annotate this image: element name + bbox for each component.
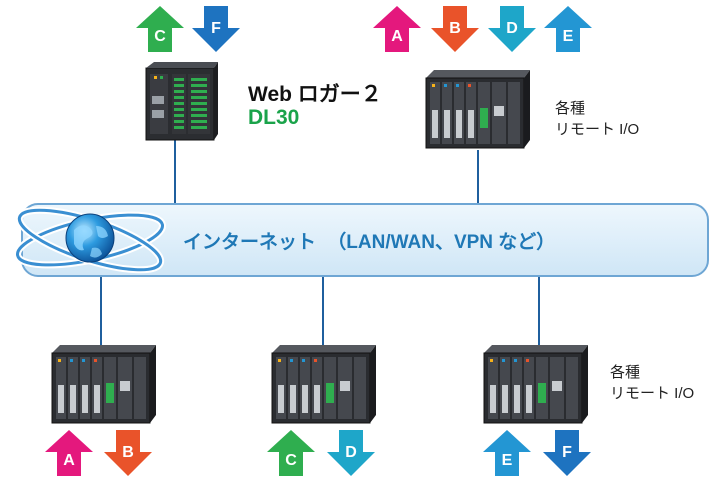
arrow-down-icon xyxy=(327,430,375,476)
signal-letter: F xyxy=(211,20,221,37)
internet-label: インターネット （LAN/WAN、VPN など） xyxy=(183,227,555,254)
signal-letter: D xyxy=(345,444,357,461)
signal-A-up-arrow: A xyxy=(45,430,93,476)
globe-icon xyxy=(13,206,167,274)
arrow-down-icon xyxy=(431,6,479,52)
signal-letter: F xyxy=(562,444,572,461)
bottom-remote-label-line1: 各種 xyxy=(610,364,641,381)
signal-letter: A xyxy=(391,28,403,45)
arrow-up-icon xyxy=(45,430,93,476)
top-remote-label-line2: リモート I/O xyxy=(555,121,640,138)
web-logger-device xyxy=(145,62,218,141)
logger-title: Web ロガー２ xyxy=(248,83,382,106)
signal-F-down-arrow: F xyxy=(192,6,240,52)
bottom-remote-label: 各種 リモート I/O xyxy=(610,362,694,404)
remote-io-bottom-right-device xyxy=(483,345,588,424)
signal-C-up-arrow: C xyxy=(136,6,184,52)
logger-model: DL30 xyxy=(248,106,300,129)
top-remote-label-line1: 各種 xyxy=(555,100,586,117)
internet-label-sub: （LAN/WAN、VPN など） xyxy=(327,232,556,253)
arrow-up-icon xyxy=(483,430,531,476)
bottom-remote-label-line2: リモート I/O xyxy=(610,385,695,402)
signal-letter: A xyxy=(63,452,75,469)
arrow-down-icon xyxy=(488,6,536,52)
signal-letter: B xyxy=(449,20,461,37)
signal-letter: E xyxy=(502,452,513,469)
signal-letter: C xyxy=(154,28,166,45)
internet-band xyxy=(21,203,709,277)
signal-E-up-arrow: E xyxy=(544,6,592,52)
internet-label-main: インターネット xyxy=(183,232,317,253)
signal-letter: D xyxy=(506,20,518,37)
signal-B-down-arrow: B xyxy=(104,430,152,476)
signal-letter: B xyxy=(122,444,134,461)
arrow-down-icon xyxy=(104,430,152,476)
signal-D-down-arrow: D xyxy=(488,6,536,52)
signal-A-up-arrow: A xyxy=(373,6,421,52)
signal-letter: E xyxy=(563,28,574,45)
arrow-up-icon xyxy=(544,6,592,52)
signal-E-up-arrow: E xyxy=(483,430,531,476)
top-remote-label: 各種 リモート I/O xyxy=(555,98,639,140)
arrow-down-icon xyxy=(543,430,591,476)
remote-io-top-device xyxy=(425,70,530,149)
signal-D-down-arrow: D xyxy=(327,430,375,476)
signal-letter: C xyxy=(285,452,297,469)
arrow-up-icon xyxy=(373,6,421,52)
arrow-up-icon xyxy=(136,6,184,52)
signal-F-down-arrow: F xyxy=(543,430,591,476)
remote-io-bottom-middle-device xyxy=(271,345,376,424)
signal-B-down-arrow: B xyxy=(431,6,479,52)
connection-lines xyxy=(100,140,540,348)
arrow-down-icon xyxy=(192,6,240,52)
signal-C-up-arrow: C xyxy=(267,430,315,476)
arrow-up-icon xyxy=(267,430,315,476)
remote-io-bottom-left-device xyxy=(51,345,156,424)
